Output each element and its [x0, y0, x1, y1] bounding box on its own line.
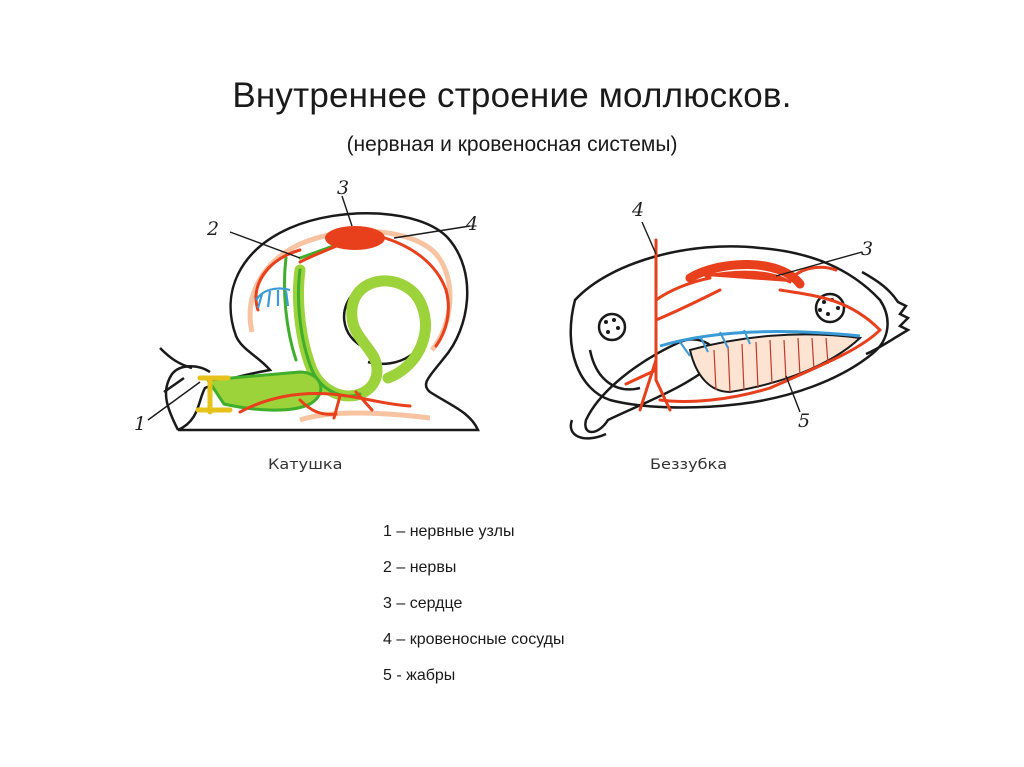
mussel-label-4: 4: [632, 199, 645, 221]
mussel-blood-vessels: [624, 238, 882, 412]
snail-blood-vessels: [238, 226, 450, 420]
mussel-gills: [659, 329, 863, 394]
snail-label-3: 3: [337, 177, 350, 199]
mussel-label-3: 3: [861, 238, 874, 260]
mussel-label-5: 5: [798, 410, 811, 432]
legend-item: 1 – нервные узлы: [383, 523, 515, 540]
legend: 1 – нервные узлы 2 – нервы 3 – сердце 4 …: [383, 520, 565, 700]
snail-leader-lines: [147, 195, 471, 421]
legend-item: 4 – кровеносные сосуды: [383, 631, 565, 648]
mussel-adductor-texture: [604, 298, 840, 334]
legend-item: 3 – сердце: [383, 595, 463, 612]
snail-label-1: 1: [134, 413, 147, 435]
snail-label-2: 2: [207, 218, 220, 240]
mussel-caption: Беззубка: [650, 457, 728, 473]
snail-gill: [255, 287, 291, 309]
legend-item: 2 – нервы: [383, 559, 457, 576]
page-title: Внутреннее строение моллюсков.: [232, 76, 792, 115]
snail-caption: Катушка: [268, 457, 343, 473]
mussel-leader-lines: [641, 221, 863, 413]
legend-item: 5 - жабры: [383, 667, 456, 684]
page-subtitle: (нервная и кровеносная системы): [346, 133, 678, 156]
snail-label-4: 4: [466, 213, 479, 235]
